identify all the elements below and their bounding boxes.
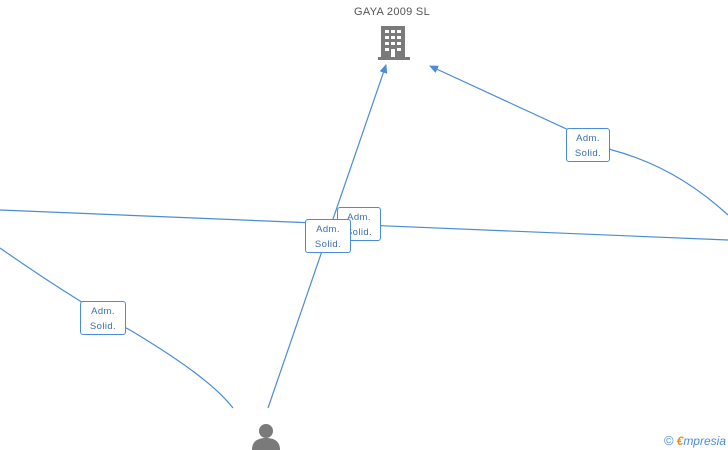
role-label[interactable]: Adm. Solid. <box>305 219 351 253</box>
edge-left-to-person <box>0 247 234 409</box>
role-label-line2: Solid. <box>574 148 602 159</box>
brand-e: € <box>676 434 684 448</box>
building-icon[interactable] <box>378 26 410 60</box>
company-name[interactable]: GAYA 2009 SL <box>354 6 430 18</box>
copyright-symbol: © <box>664 433 674 448</box>
role-label[interactable]: Adm. Solid. <box>566 128 610 162</box>
role-label-line2: Solid. <box>314 239 342 250</box>
role-label-line1: Adm. <box>576 133 600 144</box>
role-label-line1: Adm. <box>347 212 371 223</box>
person-icon[interactable] <box>251 423 281 450</box>
role-label-line1: Adm. <box>91 306 115 317</box>
edge-right-to-company <box>429 65 728 216</box>
brand-name: mpresia <box>683 434 726 448</box>
empresia-logo: ©€mpresia <box>664 433 726 448</box>
role-label-line2: Solid. <box>345 227 373 238</box>
role-label-line2: Solid. <box>89 321 117 332</box>
role-label-line1: Adm. <box>316 224 340 235</box>
role-label[interactable]: Adm. Solid. <box>80 301 126 335</box>
